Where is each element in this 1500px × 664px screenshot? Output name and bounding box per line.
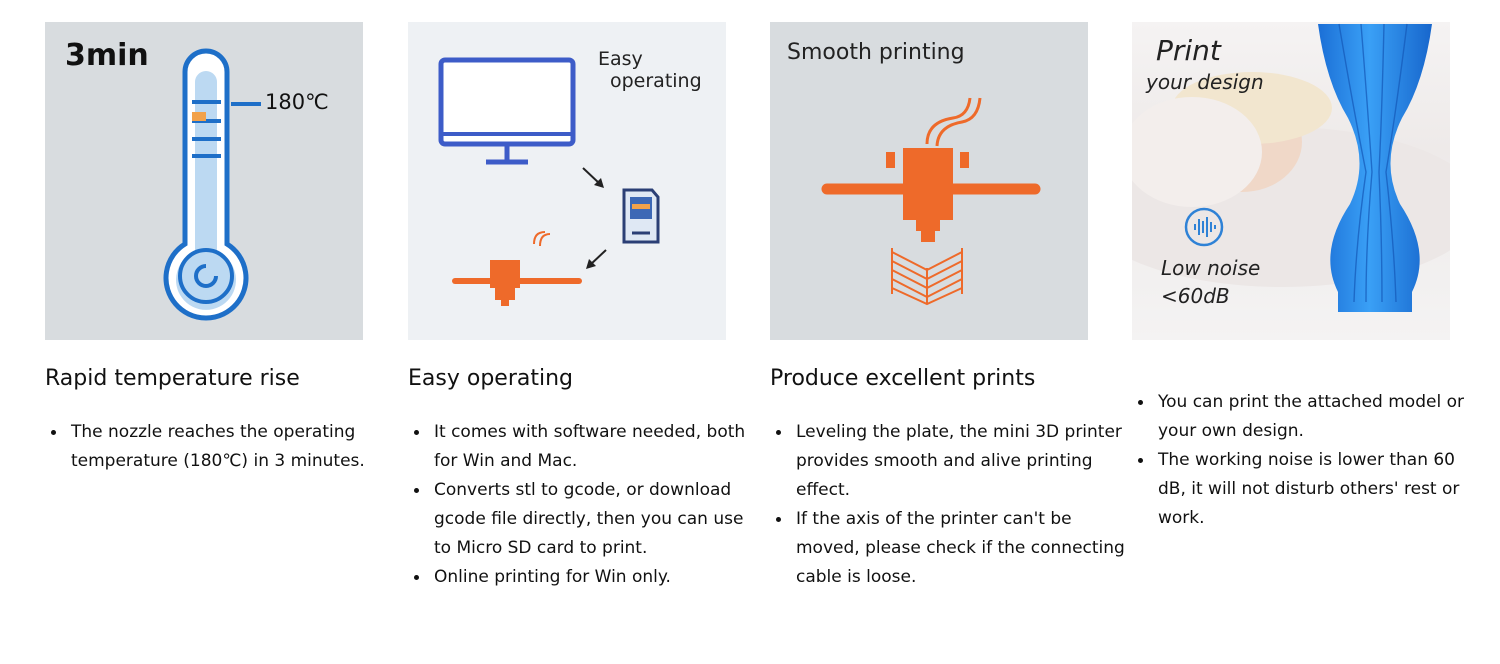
operating-image: Easy operating (408, 22, 726, 340)
easy-operating-label: Easy operating (598, 48, 702, 92)
feature-card-smooth: Smooth printing Produce excellent prints… (770, 22, 1125, 587)
low-noise-label: Low noise (1161, 256, 1261, 280)
list-item: The nozzle reaches the operating tempera… (51, 418, 401, 476)
bullet-list: You can print the attached model or your… (1132, 388, 1488, 533)
time-label: 3min (65, 38, 149, 73)
label-line-1: Easy (598, 48, 643, 70)
bullet-list: It comes with software needed, both for … (408, 418, 764, 592)
card-heading: Rapid temperature rise (45, 366, 300, 391)
arrow-icon (582, 167, 607, 269)
print-head-icon (821, 97, 1041, 306)
list-item: Leveling the plate, the mini 3D printer … (776, 418, 1126, 505)
smooth-printing-image: Smooth printing (770, 22, 1088, 340)
list-item: You can print the attached model or your… (1138, 388, 1488, 446)
card-heading: Produce excellent prints (770, 366, 1036, 391)
list-item: It comes with software needed, both for … (414, 418, 764, 476)
list-item: Converts stl to gcode, or download gcode… (414, 476, 764, 563)
list-item: The working noise is lower than 60 dB, i… (1138, 446, 1488, 533)
feature-card-temperature: 3min 180℃ Rapid temperature rise The noz… (45, 22, 365, 471)
low-noise-image: Print your design Low noise <60dB (1132, 22, 1450, 340)
sound-wave-icon (1184, 207, 1224, 247)
list-item: Online printing for Win only. (414, 563, 764, 592)
sd-card-icon (622, 188, 660, 244)
monitor-icon (438, 57, 576, 165)
label-line-2: operating (610, 70, 702, 92)
bullet-list: The nozzle reaches the operating tempera… (45, 418, 401, 476)
vase-image (1318, 24, 1432, 312)
thermometer-icon (163, 48, 261, 321)
card-heading: Easy operating (408, 366, 573, 391)
temperature-image: 3min 180℃ (45, 22, 363, 340)
feature-card-noise: Print your design Low noise <60dB You ca… (1132, 22, 1464, 528)
feature-card-operating: Easy operating Easy operating It comes w… (408, 22, 745, 587)
temperature-label: 180℃ (265, 90, 329, 114)
noise-value: <60dB (1161, 284, 1230, 308)
list-item: If the axis of the printer can't be move… (776, 505, 1126, 592)
printer-nozzle-icon (452, 231, 582, 306)
bullet-list: Leveling the plate, the mini 3D printer … (770, 418, 1126, 592)
print-title: Print (1156, 34, 1221, 67)
smooth-printing-label: Smooth printing (787, 40, 965, 65)
print-subtitle: your design (1146, 70, 1264, 94)
